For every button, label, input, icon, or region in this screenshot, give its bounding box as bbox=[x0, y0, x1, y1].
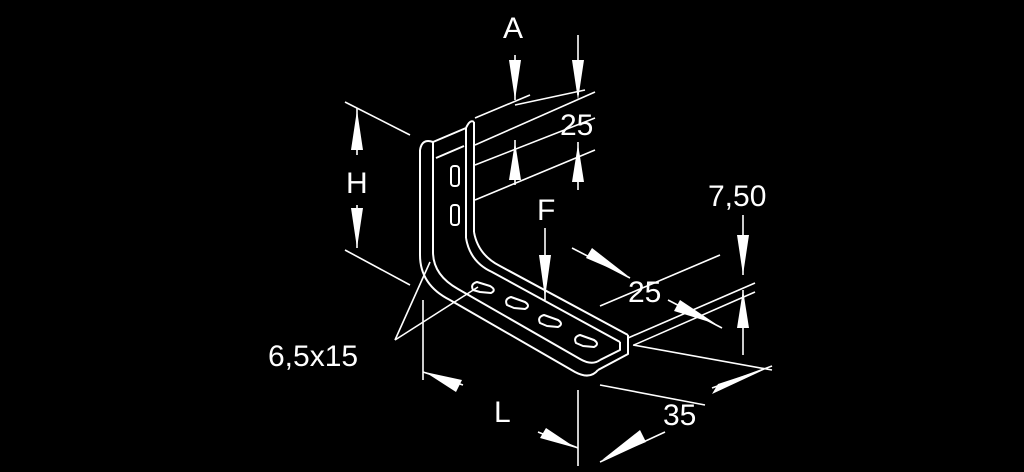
dimension-750: 7,50 bbox=[708, 180, 766, 355]
dimension-l: L bbox=[422, 300, 579, 466]
horizontal-slot-1 bbox=[471, 281, 495, 294]
label-h: H bbox=[346, 167, 368, 200]
vertical-slot-1 bbox=[450, 165, 460, 187]
bracket-vertical-leg bbox=[419, 120, 475, 255]
horizontal-slot-2 bbox=[505, 296, 529, 310]
label-25-top: 25 bbox=[560, 109, 593, 142]
label-f: F bbox=[537, 194, 555, 227]
dimension-25-top: 25 bbox=[474, 91, 596, 201]
dimension-35: 35 bbox=[599, 344, 773, 463]
label-750: 7,50 bbox=[708, 180, 766, 213]
label-l: L bbox=[494, 396, 511, 429]
dimension-h: H bbox=[344, 101, 411, 286]
label-slot-size: 6,5x15 bbox=[268, 340, 358, 373]
bracket-horizontal-leg bbox=[419, 231, 629, 377]
horizontal-slots bbox=[471, 281, 598, 348]
horizontal-slot-3 bbox=[538, 314, 562, 328]
slot-callout: 6,5x15 bbox=[268, 261, 479, 373]
label-35: 35 bbox=[663, 399, 696, 432]
label-a: A bbox=[503, 12, 523, 45]
vertical-slot-2 bbox=[450, 204, 460, 226]
dimension-25-right: 25 bbox=[571, 247, 756, 346]
dimension-f: F bbox=[537, 194, 555, 300]
label-25-right: 25 bbox=[628, 276, 661, 309]
horizontal-slot-4 bbox=[574, 334, 598, 348]
dimension-a: A bbox=[474, 12, 586, 119]
